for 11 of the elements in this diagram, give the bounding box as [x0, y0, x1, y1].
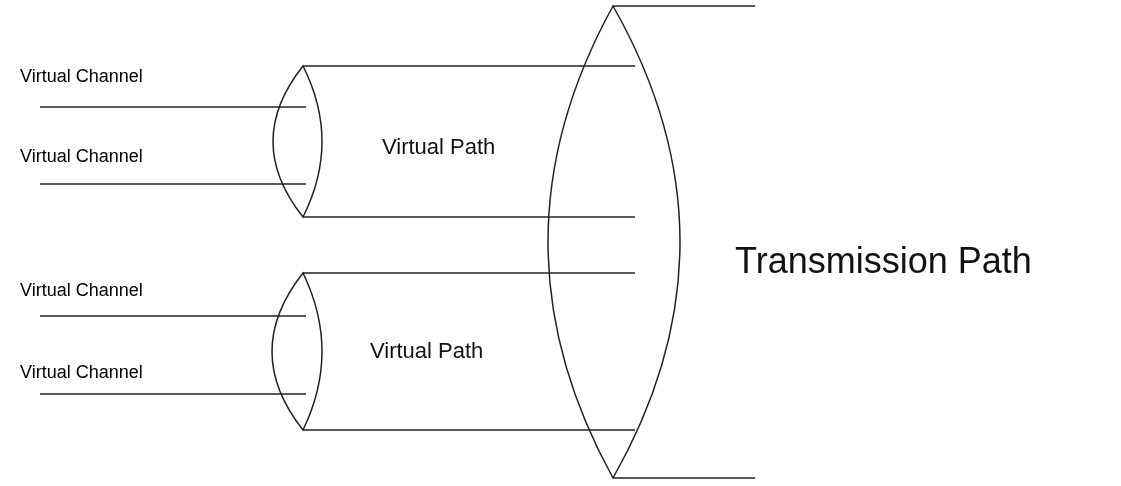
path-label: Transmission Path: [735, 240, 1032, 282]
path-label: Virtual Path: [382, 134, 496, 160]
connector-line: [302, 216, 636, 218]
connector-line: [302, 65, 636, 67]
channel-label: Virtual Channel: [20, 362, 143, 383]
channel-label: Virtual Channel: [20, 66, 143, 87]
path-label: Virtual Path: [370, 338, 484, 364]
connector-line: [302, 429, 636, 431]
connector-line: [302, 272, 636, 274]
channel-label: Virtual Channel: [20, 280, 143, 301]
channel-label: Virtual Channel: [20, 146, 143, 167]
